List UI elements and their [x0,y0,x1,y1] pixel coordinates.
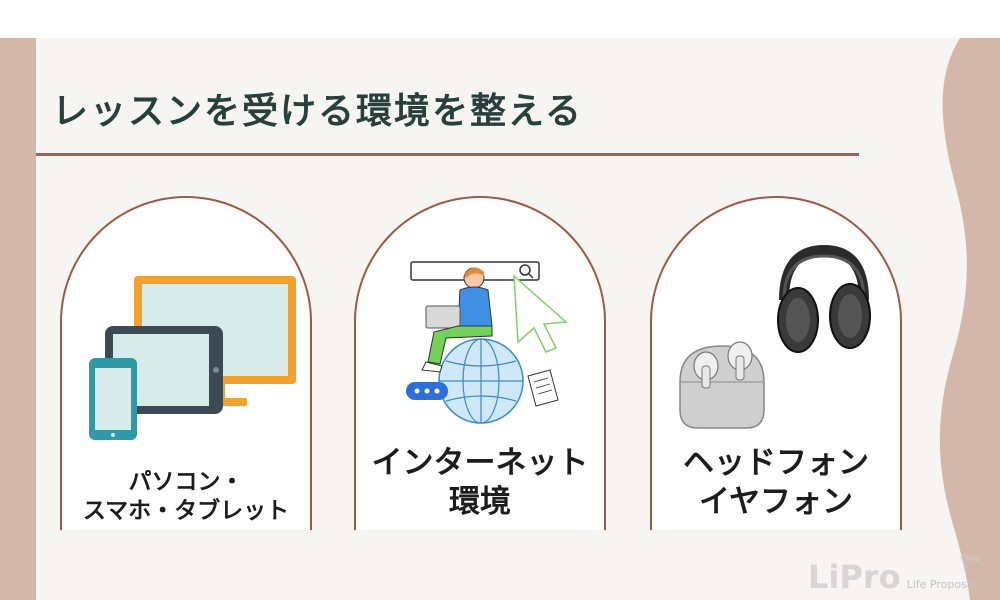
card-devices-label-line1: パソコン・ [128,469,244,495]
card-headphones-label: ヘッドフォン イヤフォン [652,444,900,522]
internet-illustration [406,261,568,424]
card-headphones-label-line2: イヤフォン [698,483,854,520]
card-devices: パソコン・ スマホ・タブレット [60,196,312,530]
headphones-illustration [679,244,871,429]
left-accent-bar [0,38,36,600]
page-title: レッスンを受ける環境を整える [52,91,583,132]
card-internet-label-line1: インターネット [371,445,589,481]
logo-sub: Life Proposal [906,578,977,591]
card-devices-label-line2: スマホ・タブレット [82,497,290,524]
card-devices-label: パソコン・ スマホ・タブレット [62,468,310,526]
card-headphones-label-line1: ヘッドフォン [683,445,869,481]
card-headphones: ヘッドフォン イヤフォン [650,196,902,530]
title-underline [36,153,859,156]
card-internet-label: インターネット 環境 [356,444,604,522]
card-internet-label-line2: 環境 [449,483,511,520]
right-wave-decoration [939,38,1000,600]
card-internet: インターネット 環境 [354,196,606,530]
logo-main: LiPro [808,558,901,596]
devices-illustration [89,276,296,440]
logo-tiny: Child [960,554,981,563]
